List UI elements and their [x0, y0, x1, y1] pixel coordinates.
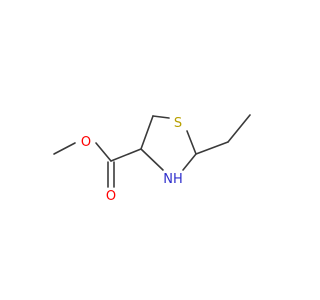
atom-labels: O O S NH — [81, 116, 183, 204]
bond-c4-c5 — [140, 115, 154, 150]
bond-carbonyl-c4 — [110, 148, 142, 162]
structure-canvas: O O S NH — [53, 114, 251, 204]
sulfur-label: S — [174, 116, 182, 131]
bond-o-carbonyl — [95, 142, 112, 162]
bonds — [53, 114, 251, 188]
nitrogen-label: NH — [163, 172, 183, 187]
oxygen-ester-label: O — [81, 135, 91, 150]
bond-methyl-o — [53, 142, 76, 155]
bond-n-c4 — [140, 148, 164, 171]
bond-s-c2 — [186, 130, 197, 155]
molecule-diagram: O O S NH — [53, 114, 251, 204]
oxygen-carbonyl-label: O — [106, 189, 116, 204]
bond-c5-s — [152, 115, 170, 119]
bond-c2-n — [182, 153, 197, 171]
bond-c2-ch2 — [195, 141, 229, 155]
bond-ch2-ch3 — [227, 114, 251, 143]
